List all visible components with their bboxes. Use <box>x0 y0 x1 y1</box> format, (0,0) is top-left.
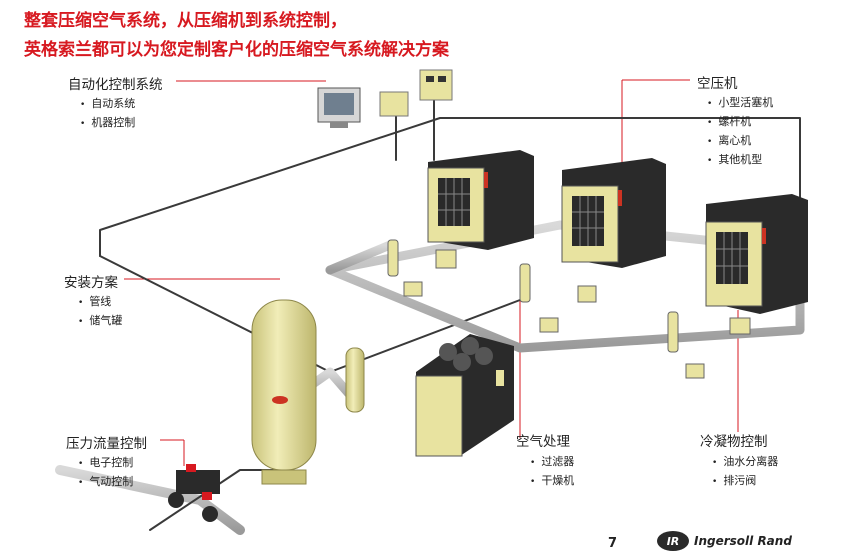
callout-air-treatment-item: 干燥机 <box>530 472 574 488</box>
inline-filters <box>387 239 751 379</box>
callout-condensate-title: 冷凝物控制 <box>700 434 768 450</box>
callout-flow-title: 压力流量控制 <box>66 436 147 452</box>
ir-logo-icon: IR <box>657 531 689 551</box>
callout-automation-title: 自动化控制系统 <box>68 77 163 93</box>
callout-automation-item: 机器控制 <box>80 114 135 130</box>
compressor-unit-2 <box>561 158 666 268</box>
callout-condensate-item: 油水分离器 <box>712 453 778 469</box>
callout-automation-item: 自动系统 <box>80 95 135 111</box>
callout-flow-item: 电子控制 <box>78 454 133 470</box>
air-receiver-tank <box>251 299 317 485</box>
automation-controller-small <box>379 91 409 117</box>
automation-controller-panel <box>419 69 453 101</box>
piping-network <box>55 89 805 535</box>
callout-compressor-item: 小型活塞机 <box>707 94 773 110</box>
automation-monitor <box>317 87 361 128</box>
callout-air-treatment-title: 空气处理 <box>516 434 570 450</box>
air-filter-vessel <box>345 347 365 413</box>
flow-control-valves <box>168 464 220 522</box>
callout-condensate-item: 排污阀 <box>712 472 756 488</box>
callout-installation-item: 管线 <box>78 293 111 309</box>
headline-line-2: 英格索兰都可以为您定制客户化的压缩空气系统解决方案 <box>24 40 449 60</box>
callout-installation-title: 安装方案 <box>64 275 118 291</box>
air-dryer <box>415 334 514 457</box>
callout-installation-item: 储气罐 <box>78 312 122 328</box>
callout-compressor-item: 离心机 <box>707 132 751 148</box>
compressor-unit-1 <box>427 150 534 250</box>
brand-name: Ingersoll Rand <box>694 534 792 548</box>
brand-logo: IR Ingersoll Rand <box>656 530 792 552</box>
callout-flow-item: 气动控制 <box>78 473 133 489</box>
compressor-unit-3 <box>705 194 808 314</box>
callout-compressor-item: 螺杆机 <box>707 113 751 129</box>
callout-compressor-item: 其他机型 <box>707 151 762 167</box>
leader-lines <box>124 79 739 466</box>
headline-line-1: 整套压缩空气系统，从压缩机到系统控制， <box>24 11 347 31</box>
callout-air-treatment-item: 过滤器 <box>530 453 574 469</box>
callout-compressor-title: 空压机 <box>697 76 738 92</box>
page-number: 7 <box>608 536 618 551</box>
brand-mark: IR <box>667 535 680 548</box>
